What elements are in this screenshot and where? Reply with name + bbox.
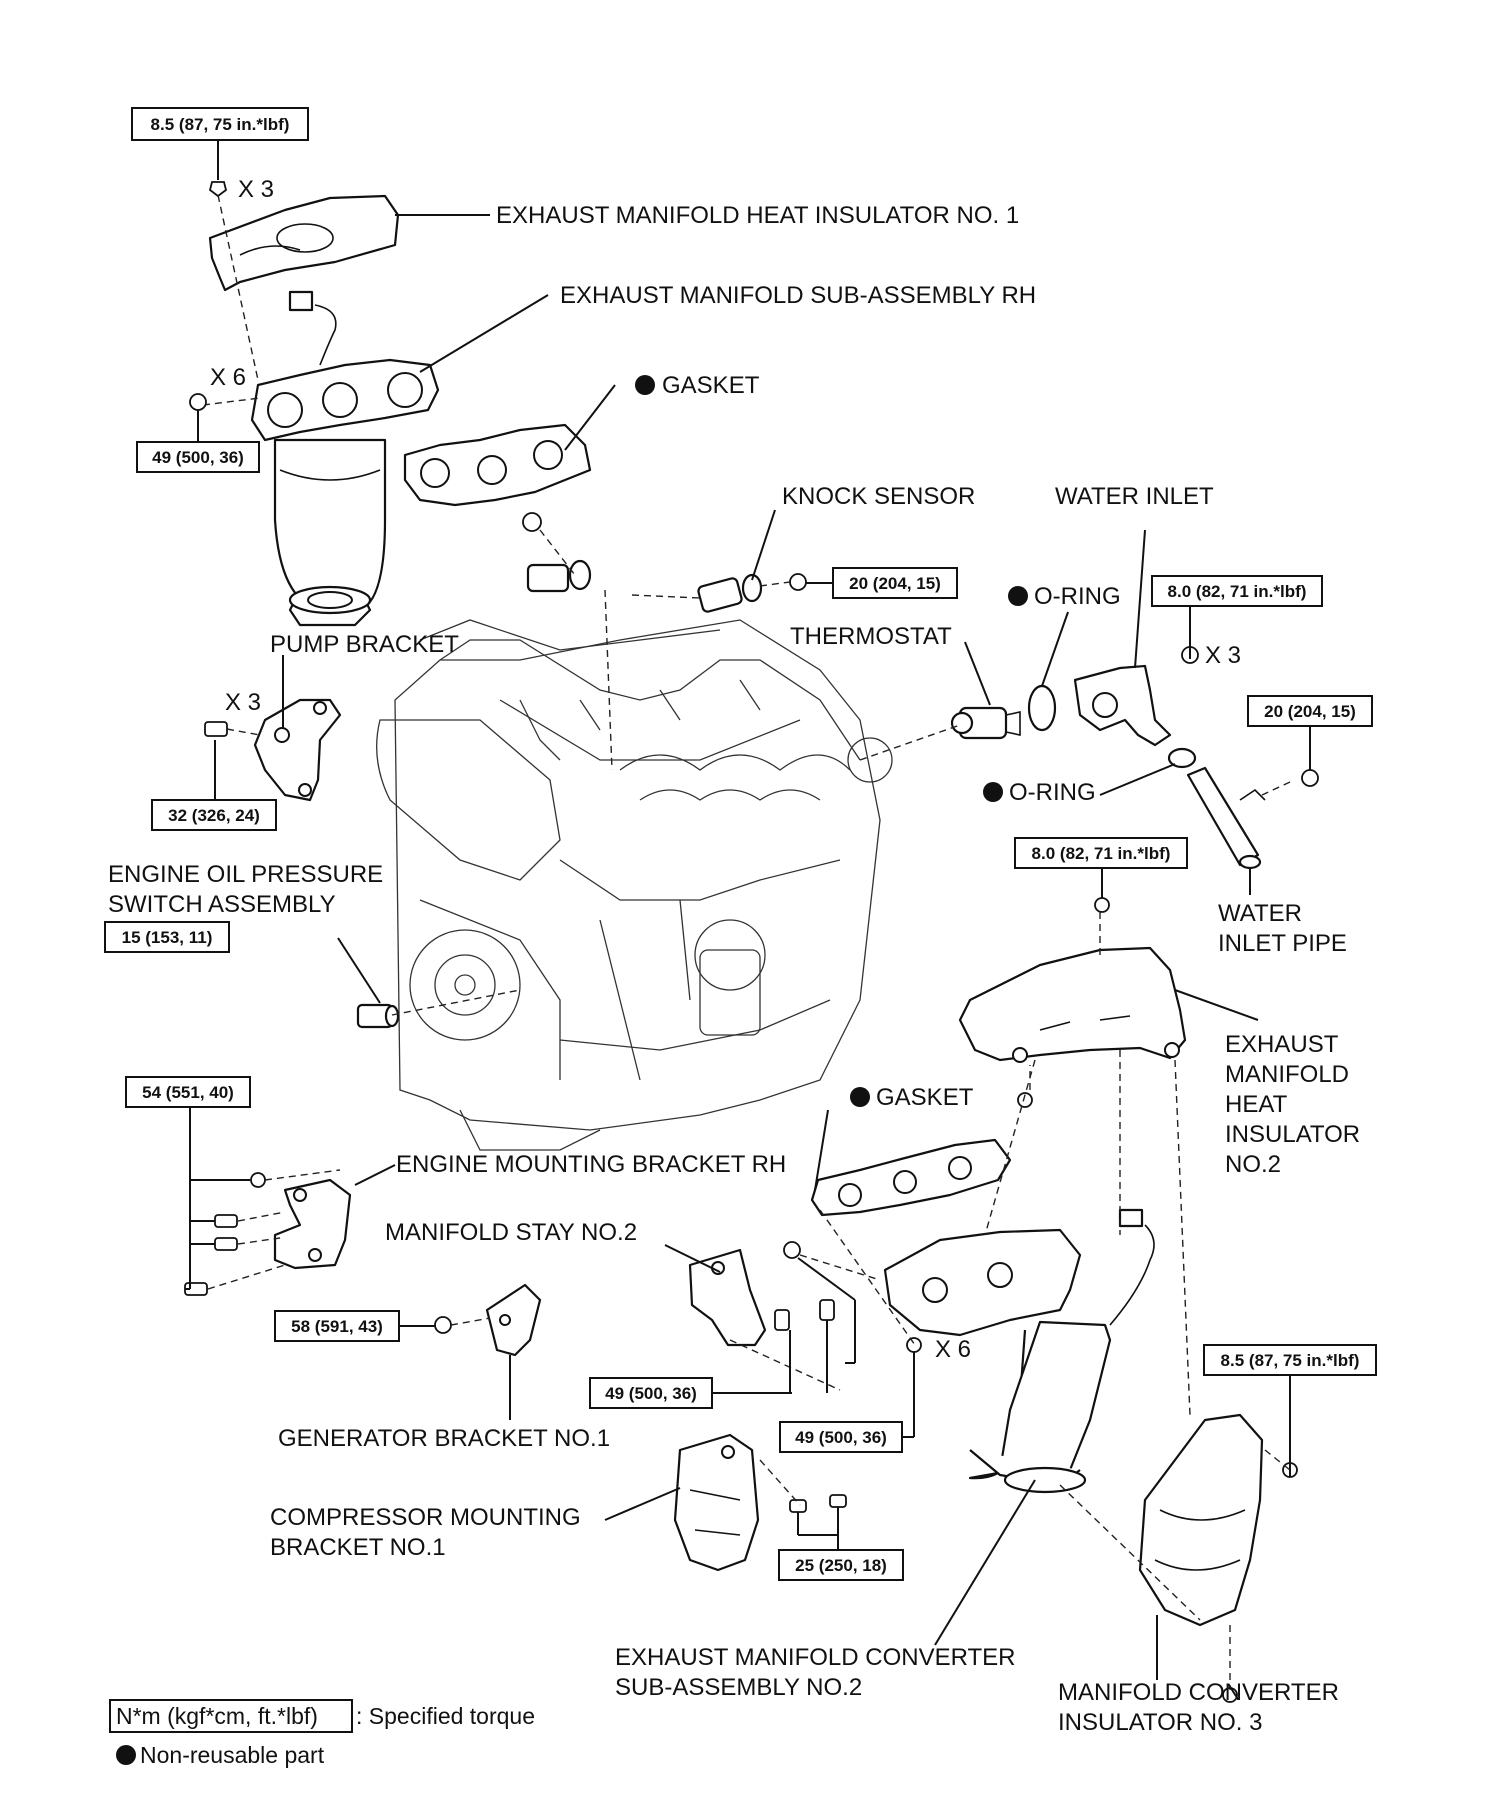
label-heat-insulator-2-line1: EXHAUST [1225,1031,1339,1058]
qty-manifold-no2: X 6 [935,1336,971,1363]
bolt-icon [208,181,228,198]
label-converter-no2-line1: EXHAUST MANIFOLD CONVERTER [615,1644,1016,1671]
oil-pressure-switch-part [356,1003,400,1029]
label-converter-no2-line2: SUB-ASSEMBLY NO.2 [615,1674,862,1701]
pump-bracket-part [204,698,342,802]
compressor-mounting-bracket-part [673,1433,847,1572]
torque-manifold-rh: 49 (500, 36) [152,448,244,467]
torque-engine-mounting-bracket: 54 (551, 40) [142,1083,234,1102]
torque-compressor-bracket: 25 (250, 18) [795,1556,887,1575]
nut-icon [189,393,207,411]
label-water-inlet: WATER INLET [1055,483,1214,510]
qty-manifold-rh: X 6 [210,364,246,391]
label-manifold-rh: EXHAUST MANIFOLD SUB-ASSEMBLY RH [560,282,1036,309]
label-engine-mounting-bracket: ENGINE MOUNTING BRACKET RH [396,1151,786,1178]
non-reusable-dot-icon [1008,586,1028,606]
label-pump-bracket: PUMP BRACKET [270,631,459,658]
qty-water-inlet: X 3 [1205,642,1241,669]
water-inlet-part [1073,646,1199,747]
torque-heat-insulator-1: 8.5 (87, 75 in.*lbf) [151,115,290,134]
label-gasket-upper: GASKET [662,372,760,399]
gasket-upper-part [403,423,592,507]
o-ring-upper-part [1027,684,1057,732]
torque-generator-bracket: 58 (591, 43) [291,1317,383,1336]
quantity-markers: X 3 X 6 X 3 X 3 X 6 [189,176,1241,1363]
gasket-lower-part [810,1138,1012,1217]
legend-torque-desc: : Specified torque [356,1703,535,1729]
non-reusable-dot-icon [983,782,1003,802]
label-oil-pressure-switch-line2: SWITCH ASSEMBLY [108,891,336,918]
label-converter-insulator-line1: MANIFOLD CONVERTER [1058,1679,1339,1706]
label-heat-insulator-2-line2: MANIFOLD [1225,1061,1349,1088]
label-thermostat: THERMOSTAT [790,623,952,650]
non-reusable-dot-icon [850,1087,870,1107]
assembly-center-lines [202,194,1291,1690]
torque-oil-pressure-switch: 15 (153, 11) [122,928,213,947]
exhaust-manifold-heat-insulator-2-part [958,897,1187,1108]
engine-block-illustration [376,619,893,1151]
generator-bracket-part [434,1283,542,1357]
label-manifold-stay: MANIFOLD STAY NO.2 [385,1219,637,1246]
label-heat-insulator-2-line5: NO.2 [1225,1151,1281,1178]
label-knock-sensor: KNOCK SENSOR [782,483,975,510]
label-oil-pressure-switch-line1: ENGINE OIL PRESSURE [108,861,383,888]
torque-knock-sensor: 20 (204, 15) [849,574,941,593]
qty-heat-insulator-1: X 3 [238,176,274,203]
label-compressor-bracket-line2: BRACKET NO.1 [270,1534,446,1561]
leader-lines [185,140,1311,1680]
manifold-stay-part [688,1241,922,1353]
torque-water-inlet-pipe: 20 (204, 15) [1264,702,1356,721]
label-compressor-bracket-line1: COMPRESSOR MOUNTING [270,1504,581,1531]
water-inlet-pipe-part [1186,766,1319,870]
torque-manifold-stay-a: 49 (500, 36) [605,1384,697,1403]
torque-heat-insulator-2: 8.0 (82, 71 in.*lbf) [1032,844,1171,863]
non-reusable-dot-icon [116,1745,136,1765]
label-generator-bracket: GENERATOR BRACKET NO.1 [278,1425,610,1452]
label-water-inlet-pipe-line2: INLET PIPE [1218,930,1347,957]
label-o-ring-upper: O-RING [1034,583,1121,610]
engine-mounting-bracket-part [184,1172,352,1296]
label-heat-insulator-1: EXHAUST MANIFOLD HEAT INSULATOR NO. 1 [496,202,1019,229]
thermostat-part [950,706,1021,740]
torque-spec-boxes: 8.5 (87, 75 in.*lbf) 49 (500, 36) 20 (20… [104,107,1377,1581]
non-reusable-dot-icon [635,375,655,395]
label-gasket-lower: GASKET [876,1084,974,1111]
exhaust-manifold-converter-no2-part [883,1208,1155,1494]
torque-converter-insulator-3: 8.5 (87, 75 in.*lbf) [1221,1351,1360,1370]
legend-torque-unit: N*m (kgf*cm, ft.*lbf) [116,1703,318,1729]
manifold-converter-insulator-3-part [1138,1413,1298,1703]
label-converter-insulator-line2: INSULATOR NO. 3 [1058,1709,1263,1736]
torque-water-inlet: 8.0 (82, 71 in.*lbf) [1168,582,1307,601]
label-heat-insulator-2-line4: INSULATOR [1225,1121,1360,1148]
knock-sensor-part [697,573,807,613]
knock-sensor-left-part [522,512,592,593]
label-o-ring-lower: O-RING [1009,779,1096,806]
label-water-inlet-pipe-line1: WATER [1218,900,1302,927]
torque-pump-bracket: 32 (326, 24) [168,806,260,825]
part-labels: EXHAUST MANIFOLD HEAT INSULATOR NO. 1 EX… [108,202,1360,1736]
legend-non-reusable: Non-reusable part [140,1742,325,1768]
torque-manifold-stay-b: 49 (500, 36) [795,1428,887,1447]
legend: N*m (kgf*cm, ft.*lbf) : Specified torque… [109,1699,535,1768]
label-heat-insulator-2-line3: HEAT [1225,1091,1288,1118]
qty-pump-bracket: X 3 [225,689,261,716]
exhaust-manifold-heat-insulator-1-part [208,194,400,292]
o-ring-lower-part [1167,747,1197,769]
exhaust-manifold-rh-part [250,290,440,627]
